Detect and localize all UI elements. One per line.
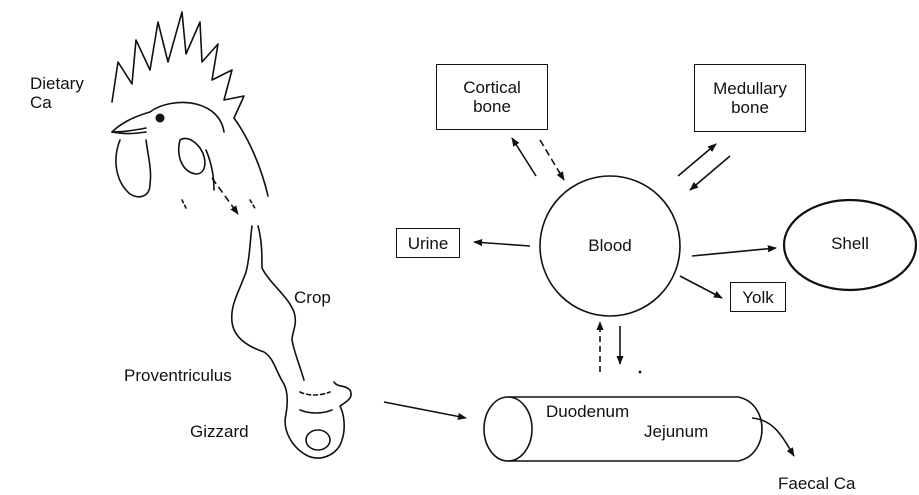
blood-label: Blood: [570, 236, 650, 255]
faecal-ca-label: Faecal Ca: [778, 474, 855, 493]
proventriculus-label: Proventriculus: [124, 366, 232, 385]
arrow-blood-to-medullary: [678, 144, 716, 176]
gizzard-label: Gizzard: [190, 422, 249, 441]
urine-label: Urine: [408, 234, 449, 253]
digestive-tract-illustration: [232, 226, 351, 458]
arrow-blood-to-yolk: [680, 276, 722, 298]
yolk-box: Yolk: [730, 282, 786, 312]
duodenum-label: Duodenum: [546, 402, 629, 421]
arrow-gizzard-to-intestine: [384, 402, 466, 418]
medullary-bone-label-line2: bone: [731, 98, 769, 117]
arrow-dietary-intake: [212, 178, 238, 214]
urine-box: Urine: [396, 228, 460, 258]
medullary-bone-label-line1: Medullary: [713, 79, 787, 98]
cortical-bone-label-line1: Cortical: [463, 78, 521, 97]
cortical-bone-label-line2: bone: [473, 97, 511, 116]
arrow-blood-to-shell: [692, 248, 776, 256]
medullary-bone-box: Medullary bone: [694, 64, 806, 132]
dietary-ca-label-line1: Dietary: [30, 74, 84, 93]
dietary-ca-label: Dietary Ca: [30, 74, 84, 112]
arrow-to-faecal: [752, 418, 794, 456]
arrow-cortical-to-blood: [540, 140, 564, 180]
arrow-blood-to-cortical: [512, 138, 536, 176]
stray-dot: [639, 371, 642, 374]
rooster-eye: [156, 114, 165, 123]
arrow-blood-to-urine: [474, 242, 530, 246]
yolk-label: Yolk: [742, 288, 774, 307]
cortical-bone-box: Cortical bone: [436, 64, 548, 130]
crop-label: Crop: [294, 288, 331, 307]
dietary-ca-label-line2: Ca: [30, 93, 84, 112]
jejunum-label: Jejunum: [644, 422, 708, 441]
shell-label: Shell: [810, 234, 890, 253]
rooster-head-illustration: [112, 12, 268, 210]
